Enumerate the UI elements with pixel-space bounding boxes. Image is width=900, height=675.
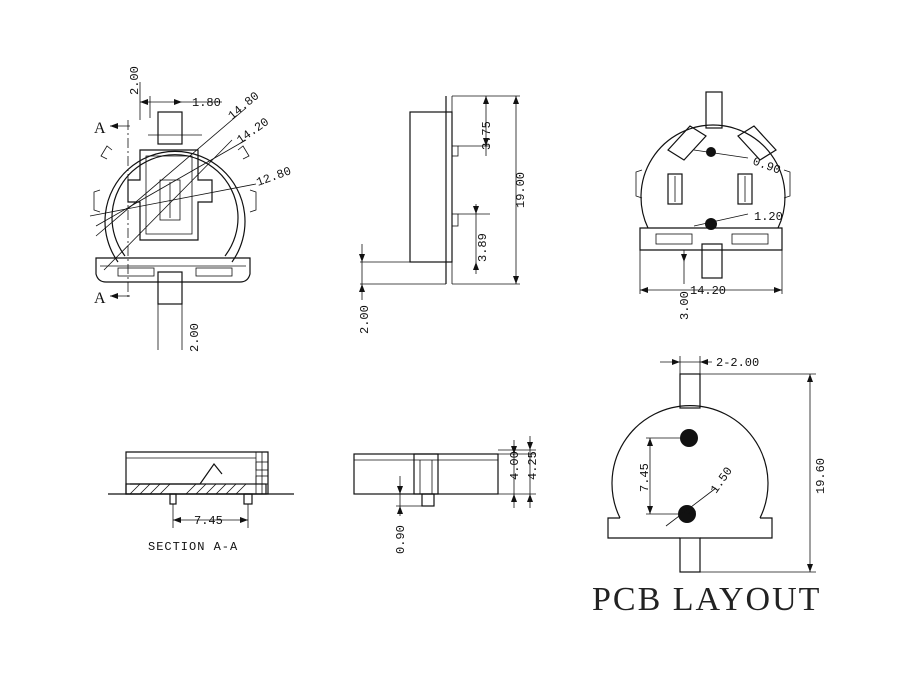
- top-view-left: A A 2.00 1.80 14.80 14.20 12.80 2.00: [89, 66, 294, 352]
- dim-14-20-right: 14.20: [690, 284, 726, 298]
- dim-1-80: 1.80: [192, 96, 221, 110]
- dim-4-00: 4.00: [508, 451, 522, 480]
- dim-7-45-pcb: 7.45: [638, 463, 652, 492]
- dim-14-20: 14.20: [234, 115, 272, 147]
- dim-1-50: 1.50: [708, 465, 736, 497]
- pcb-layout-view: 2-2.00 7.45 1.50 19.60 PCB LAYOUT: [592, 356, 828, 618]
- pcb-layout-title: PCB LAYOUT: [592, 581, 821, 618]
- dim-19-60: 19.60: [814, 458, 828, 494]
- section-mark-a-bottom: A: [94, 290, 106, 307]
- dim-2-00-top: 2.00: [128, 66, 142, 95]
- section-caption: SECTION A-A: [148, 540, 238, 554]
- dim-1-20: 1.20: [754, 210, 783, 224]
- dim-3-89: 3.89: [476, 233, 490, 262]
- section-mark-a-top: A: [94, 120, 106, 137]
- bottom-view-right: 0.90 1.20 14.20 3.00: [635, 91, 791, 320]
- dim-3-00: 3.00: [678, 291, 692, 320]
- dim-2-2-00: 2-2.00: [716, 356, 759, 370]
- dim-0-90-front: 0.90: [394, 525, 408, 554]
- dim-12-80: 12.80: [255, 164, 294, 189]
- dim-2-00-side: 2.00: [358, 305, 372, 334]
- dim-0-90: 0.90: [751, 155, 783, 178]
- front-view: 4.00 4.25 0.90: [353, 436, 540, 554]
- dim-14-80: 14.80: [226, 89, 263, 123]
- dim-2-00-bottom: 2.00: [188, 323, 202, 352]
- dim-19-00: 19.00: [514, 172, 528, 208]
- dim-7-45-section: 7.45: [194, 514, 223, 528]
- dim-3-75: 3.75: [480, 121, 494, 150]
- section-view: 7.45 SECTION A-A: [108, 451, 294, 554]
- side-view: 3.75 19.00 3.89 2.00: [358, 95, 528, 334]
- dim-4-25: 4.25: [526, 451, 540, 480]
